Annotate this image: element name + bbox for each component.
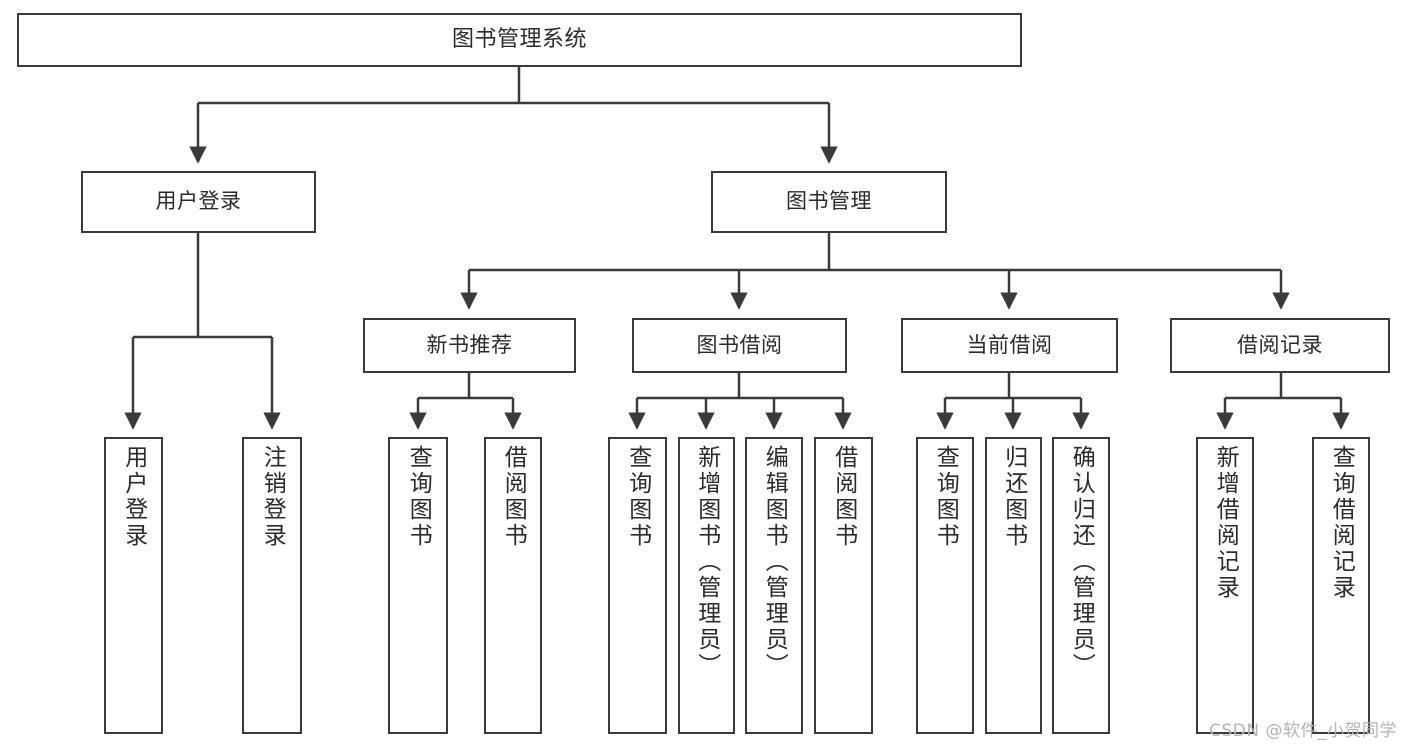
node-label: 确认归还（管理员） (1068, 445, 1095, 679)
node-label: 图书管理 (786, 189, 872, 214)
leaf-borrow-book[interactable]: 借阅图书 (814, 437, 873, 734)
leaf-add-book-admin[interactable]: 新增图书（管理员） (678, 437, 735, 734)
node-label: 当前借阅 (966, 332, 1053, 357)
node-label: 图书借阅 (696, 332, 783, 357)
leaf-user-login[interactable]: 用户登录 (104, 437, 163, 734)
node-label: 借阅记录 (1237, 332, 1323, 357)
leaf-borrow-book-recommend[interactable]: 借阅图书 (484, 437, 542, 734)
node-label: 借阅图书 (830, 445, 857, 549)
node-label: 归还图书 (1000, 445, 1027, 549)
leaf-query-book[interactable]: 查询图书 (608, 437, 667, 734)
node-label: 注销登录 (259, 445, 286, 549)
node-new-book-recommend[interactable]: 新书推荐 (363, 318, 576, 373)
leaf-user-logout[interactable]: 注销登录 (242, 437, 302, 734)
node-borrow-record[interactable]: 借阅记录 (1170, 318, 1390, 373)
leaf-edit-book-admin[interactable]: 编辑图书（管理员） (745, 437, 803, 734)
node-label: 查询图书 (624, 445, 651, 549)
node-label: 查询图书 (405, 445, 432, 549)
node-label: 新增图书（管理员） (693, 445, 720, 679)
node-book-borrow[interactable]: 图书借阅 (632, 318, 847, 373)
node-current-borrow[interactable]: 当前借阅 (901, 318, 1118, 373)
node-book-management[interactable]: 图书管理 (711, 171, 947, 233)
node-label: 查询借阅记录 (1328, 445, 1355, 601)
leaf-query-book-current[interactable]: 查询图书 (916, 437, 974, 734)
leaf-return-book[interactable]: 归还图书 (985, 437, 1042, 734)
leaf-query-book-recommend[interactable]: 查询图书 (388, 437, 448, 734)
node-label: 借阅图书 (500, 445, 527, 549)
node-label: 图书管理系统 (451, 26, 587, 52)
leaf-query-borrow-record[interactable]: 查询借阅记录 (1312, 437, 1370, 734)
node-user-login[interactable]: 用户登录 (81, 171, 316, 233)
node-label: 新增借阅记录 (1212, 445, 1239, 601)
node-label: 用户登录 (120, 445, 147, 549)
leaf-confirm-return-admin[interactable]: 确认归还（管理员） (1052, 437, 1110, 734)
node-label: 编辑图书（管理员） (761, 445, 788, 679)
node-root-system[interactable]: 图书管理系统 (17, 13, 1022, 67)
node-label: 新书推荐 (426, 332, 513, 357)
node-label: 用户登录 (155, 189, 242, 214)
leaf-add-borrow-record[interactable]: 新增借阅记录 (1196, 437, 1254, 734)
node-label: 查询图书 (932, 445, 959, 549)
